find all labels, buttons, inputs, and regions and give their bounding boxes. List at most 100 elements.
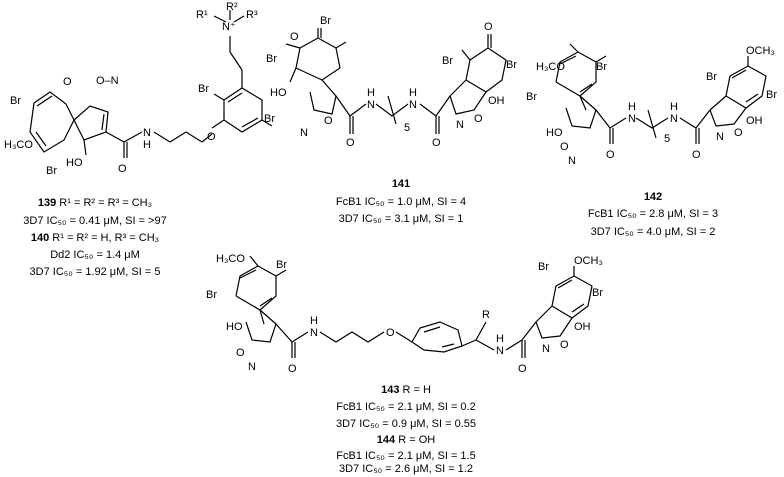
activity-141-line-1: FcB1 IC₅₀ = 1.0 μM, SI = 4 (335, 196, 467, 208)
atom-h3co: H₃CO (536, 61, 565, 73)
atom-o: O (324, 115, 333, 127)
atom-h: H (496, 333, 504, 345)
atom-o: O (432, 137, 441, 149)
atom-br: Br (276, 259, 287, 271)
atom-n: N (310, 327, 318, 339)
atom-h3co: H₃CO (4, 139, 33, 151)
compound-substituents: R = H (399, 384, 431, 396)
atom-nplus: N⁺ (222, 21, 236, 33)
atom-h: HO (270, 87, 287, 99)
atom-br: Br (46, 165, 57, 177)
atom-h: H (143, 139, 151, 151)
atom-o: O (346, 137, 355, 149)
atom-och3: OCH₃ (574, 255, 603, 267)
atom-ho: HO (546, 127, 563, 139)
atom-n: N (300, 127, 308, 139)
atom-five: 5 (664, 133, 670, 145)
caption-144: 144 R = OH (306, 434, 506, 446)
activity-139-line-1: 3D7 IC₅₀ = 0.41 μM, SI = >97 (23, 215, 167, 227)
atom-o: O (692, 149, 701, 161)
atom-br: Br (706, 71, 717, 83)
caption-140: 140 R¹ = R² = H, R³ = CH₃ (10, 232, 180, 244)
atom-n: O (236, 347, 245, 359)
atom-o: O (386, 327, 395, 339)
activity-142-line-1: FcB1 IC₅₀ = 2.8 μM, SI = 3 (587, 208, 719, 220)
atom-n: N (628, 113, 636, 125)
activity-144-line-2: 3D7 IC₅₀ = 2.6 μM, SI = 1.2 (339, 463, 473, 475)
atom-n: N (568, 155, 576, 167)
atom-r3: R³ (246, 9, 258, 21)
atom-o: O (518, 363, 527, 375)
atom-br: Br (442, 55, 453, 67)
compound-id: 141 (391, 178, 411, 190)
atom-r: R (482, 309, 490, 321)
compound-id: 139 (37, 197, 57, 209)
atom-br: Br (266, 53, 277, 65)
atom-h: H (367, 87, 375, 99)
atom-br: Br (206, 289, 217, 301)
atom-o: O (606, 149, 615, 161)
atom-br: Br (10, 95, 21, 107)
atom-br: Br (264, 113, 275, 125)
atom-n: N (496, 345, 504, 357)
atom-br: Br (592, 287, 603, 299)
atom-n: N (716, 131, 724, 143)
compound-id: 142 (643, 191, 663, 203)
atom-r1: R¹ (196, 9, 208, 21)
atom-br: Br (526, 91, 537, 103)
structure-143-144: H₃CO Br Br HO O N O N H O R N H O Br OCH… (206, 253, 603, 375)
atom-o: O (290, 31, 299, 43)
atom-br: Br (766, 89, 777, 101)
activity-142-line-2: 3D7 IC₅₀ = 4.0 μM, SI = 2 (590, 226, 716, 238)
atom-oh: OH (746, 115, 763, 127)
atom-oh: OH (574, 321, 591, 333)
atom-br: Br (596, 61, 607, 73)
atom-r2: R² (226, 1, 238, 13)
activity-143-line-1: FcB1 IC₅₀ = 2.1 μM, SI = 0.2 (336, 401, 476, 413)
atom-h3co: H₃CO (216, 253, 245, 265)
atom-h: H (670, 101, 678, 113)
caption-142: 142 (568, 191, 738, 203)
compound-substituents: R¹ = R² = R³ = CH₃ (56, 197, 153, 209)
atom-o: O (560, 339, 569, 351)
atom-n: N (248, 361, 256, 373)
activity-141-line-2: 3D7 IC₅₀ = 3.1 μM, SI = 1 (338, 213, 464, 225)
atom-n: N (367, 99, 375, 111)
atom-n: N (409, 99, 417, 111)
activity-140-line-2: 3D7 IC₅₀ = 1.92 μM, SI = 5 (29, 266, 161, 278)
atom-n: O (560, 141, 569, 153)
atom-ho: HO (226, 321, 243, 333)
atom-five: 5 (404, 122, 410, 134)
atom-o: O (288, 363, 297, 375)
atom-n: N (670, 113, 678, 125)
caption-143: 143 R = H (306, 384, 506, 396)
atom-oh: OH (488, 95, 505, 107)
caption-141: 141 (316, 178, 486, 190)
atom-o-n: O–N (96, 75, 119, 87)
atom-h: H (628, 101, 636, 113)
atom-nh: N (143, 127, 151, 139)
atom-o: O (63, 76, 72, 88)
structure-141: 5 Br O Br HO N O O N H N H O Br O Br OH … (266, 15, 517, 149)
compound-id: 140 (30, 232, 50, 244)
activity-143-line-2: 3D7 IC₅₀ = 0.9 μM, SI = 0.55 (335, 418, 477, 430)
atom-ho: HO (66, 157, 83, 169)
atom-o: O (734, 127, 743, 139)
atom-o: O (118, 163, 127, 175)
atom-o: O (474, 113, 483, 125)
activity-140-line-1: Dd2 IC₅₀ = 1.4 μM (50, 249, 140, 261)
atom-n: N (456, 119, 464, 131)
atom-och3: OCH₃ (746, 45, 775, 57)
compound-id: 143 (381, 384, 400, 396)
atom-h: H (310, 315, 318, 327)
compound-substituents: R = OH (395, 434, 436, 446)
atom-n: N (542, 343, 550, 355)
atom-br: Br (506, 59, 517, 71)
atom-h: H (409, 87, 417, 99)
activity-144-line-1: FcB1 IC₅₀ = 2.1 μM, SI = 1.5 (336, 450, 476, 462)
atom-br: Br (198, 83, 209, 95)
atom-br: Br (320, 15, 331, 27)
atom-o: O (484, 21, 493, 33)
